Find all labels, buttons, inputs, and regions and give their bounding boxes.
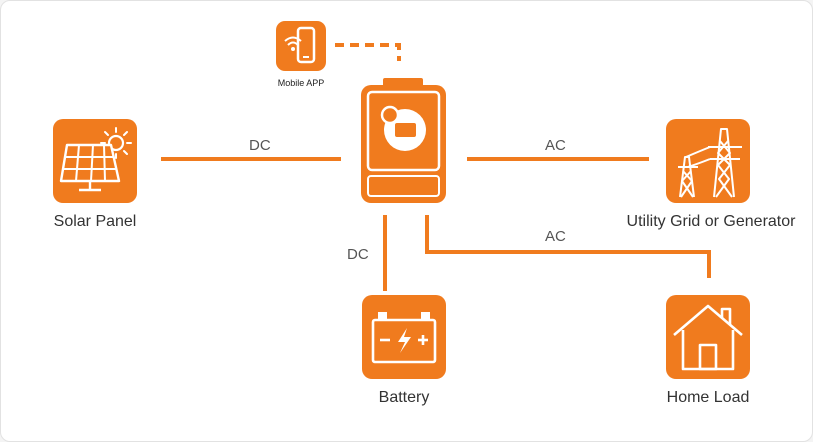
inverter-battery-label: DC	[347, 246, 369, 263]
battery-icon	[362, 295, 446, 379]
inverter-home-label: AC	[545, 228, 566, 245]
battery-label: Battery	[378, 389, 430, 406]
smartphone-wifi-icon	[276, 21, 326, 71]
house-icon	[666, 295, 750, 379]
solar-inverter-label: DC	[249, 137, 271, 154]
transmission-tower-icon	[666, 119, 750, 203]
solar-panel-node	[53, 119, 137, 203]
mobile-app-label: Mobile APP	[277, 78, 325, 88]
grid-node	[666, 119, 750, 203]
inverter-icon	[361, 78, 446, 203]
grid-label: Utility Grid or Generator	[626, 213, 796, 230]
app-inverter-dashed-line	[335, 43, 401, 61]
battery-node	[362, 295, 446, 379]
solar-panel-icon	[53, 119, 137, 203]
home-node	[666, 295, 750, 379]
inverter-home-line	[425, 215, 711, 278]
mobile-app-node	[276, 21, 326, 71]
solar-panel-label: Solar Panel	[53, 213, 137, 230]
inverter-node	[361, 78, 446, 203]
inverter-grid-label: AC	[545, 137, 566, 154]
home-load-label: Home Load	[666, 389, 750, 406]
